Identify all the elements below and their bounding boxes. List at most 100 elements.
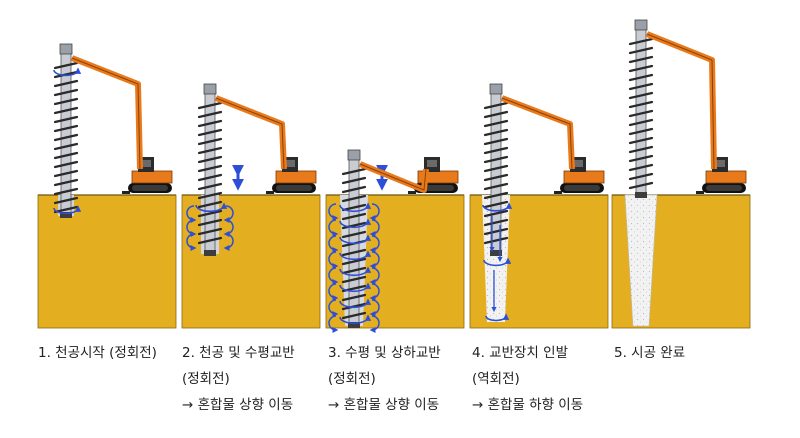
rotation-arrow-icon — [328, 267, 339, 285]
auger-flight — [341, 293, 367, 302]
excavator-track-inner — [564, 185, 600, 191]
auger-flight — [628, 109, 654, 118]
rotation-arrow-icon — [328, 203, 339, 221]
excavator-boom — [645, 31, 717, 170]
caption-line: (정회전) — [182, 371, 230, 387]
ground-pad — [554, 191, 562, 194]
auger-flight — [197, 173, 223, 182]
rotation-arrow-icon — [339, 282, 372, 293]
rotation-arrow-icon — [328, 283, 339, 301]
auger-flight — [53, 160, 79, 169]
construction-sequence-diagram — [37, 19, 751, 333]
auger-flight — [53, 106, 79, 115]
auger-flight — [628, 127, 654, 136]
rotation-arrow-icon — [369, 251, 380, 269]
auger-flight — [197, 146, 223, 155]
caption-line: (역회전) — [472, 371, 520, 387]
auger-flight — [197, 155, 223, 164]
excavator-body — [705, 170, 747, 184]
auger-flight — [483, 119, 509, 128]
auger-flight — [483, 146, 509, 155]
auger-flight — [628, 172, 654, 181]
auger-flight — [628, 82, 654, 91]
auger-flight — [197, 236, 223, 245]
ground-pad — [122, 191, 130, 194]
step-caption-2: 2. 천공 및 수평교반 (정회전) → 혼합물 상향 이동 — [182, 340, 332, 418]
auger-flight — [341, 194, 367, 203]
mixed-column — [482, 195, 510, 322]
auger-flight — [628, 64, 654, 73]
auger-flight — [341, 167, 367, 176]
rotation-arrow-icon — [328, 299, 339, 317]
caption-line: 1. 천공시작 (정회전) — [38, 345, 157, 361]
auger-flight — [53, 169, 79, 178]
auger-flight — [197, 227, 223, 236]
auger-bit — [490, 250, 502, 256]
auger-flight — [483, 155, 509, 164]
caption-line: → 혼합물 상향 이동 — [182, 397, 294, 413]
auger-flight — [53, 70, 79, 79]
auger-flight — [628, 181, 654, 190]
auger-flight — [483, 182, 509, 191]
auger-flight — [197, 137, 223, 146]
caption-line: 3. 수평 및 상하교반 — [328, 345, 441, 361]
excavator-body — [275, 170, 317, 184]
excavator-window — [141, 160, 151, 167]
excavator-boom-edge — [215, 97, 285, 170]
excavator-boom — [70, 55, 143, 170]
step-caption-3: 3. 수평 및 상하교반 (정회전) → 혼합물 상향 이동 — [328, 340, 478, 418]
auger-bit — [635, 192, 647, 198]
step-caption-5: 5. 시공 완료 — [614, 340, 764, 366]
auger-head — [59, 43, 73, 55]
auger-flight — [628, 154, 654, 163]
rotation-arrow-icon — [339, 314, 372, 325]
excavator-boom — [214, 95, 287, 170]
auger-flight — [341, 176, 367, 185]
excavator-boom — [500, 95, 575, 170]
auger-flight — [628, 145, 654, 154]
rotation-arrow-icon — [339, 202, 372, 213]
rotation-arrow-icon — [369, 315, 380, 333]
caption-line: (정회전) — [328, 371, 376, 387]
caption-line: 4. 교반장치 인발 — [472, 345, 568, 361]
auger-flight — [53, 61, 79, 70]
auger-flight — [483, 101, 509, 110]
auger-flight — [197, 218, 223, 227]
rotation-arrow-icon — [328, 219, 339, 237]
rotation-arrow-icon — [369, 203, 380, 221]
auger-flight — [483, 137, 509, 146]
rotation-arrow-icon — [339, 250, 372, 261]
rotation-arrow-icon — [328, 235, 339, 253]
auger-flight — [628, 46, 654, 55]
step-panel-3 — [325, 149, 465, 333]
excavator-window — [427, 160, 437, 167]
step-panel-1 — [37, 43, 177, 329]
auger-flight — [53, 115, 79, 124]
rotation-arrow-icon — [369, 283, 380, 301]
auger-flight — [483, 173, 509, 182]
auger-flight — [53, 88, 79, 97]
auger-flight — [197, 128, 223, 137]
auger-flight — [197, 191, 223, 200]
auger-head — [347, 149, 361, 161]
auger-flight — [341, 275, 367, 284]
auger-flight — [483, 191, 509, 200]
excavator-boom-edge — [359, 163, 427, 191]
auger-flight — [483, 209, 509, 218]
caption-line: 2. 천공 및 수평교반 — [182, 345, 295, 361]
excavator-track-inner — [706, 185, 742, 191]
auger-flight — [341, 203, 367, 212]
excavator-track-inner — [132, 185, 168, 191]
excavator-track-inner — [276, 185, 312, 191]
auger-flight — [53, 79, 79, 88]
auger-bit — [348, 322, 360, 328]
rotation-arrow-icon — [485, 313, 510, 322]
auger-flight — [53, 142, 79, 151]
auger-flight — [483, 200, 509, 209]
rotation-arrow-icon — [53, 205, 82, 215]
step-panel-5 — [611, 19, 751, 329]
auger-flight — [341, 266, 367, 275]
auger-flight — [53, 124, 79, 133]
rotation-arrow-icon — [483, 257, 512, 267]
auger-flight — [483, 164, 509, 173]
